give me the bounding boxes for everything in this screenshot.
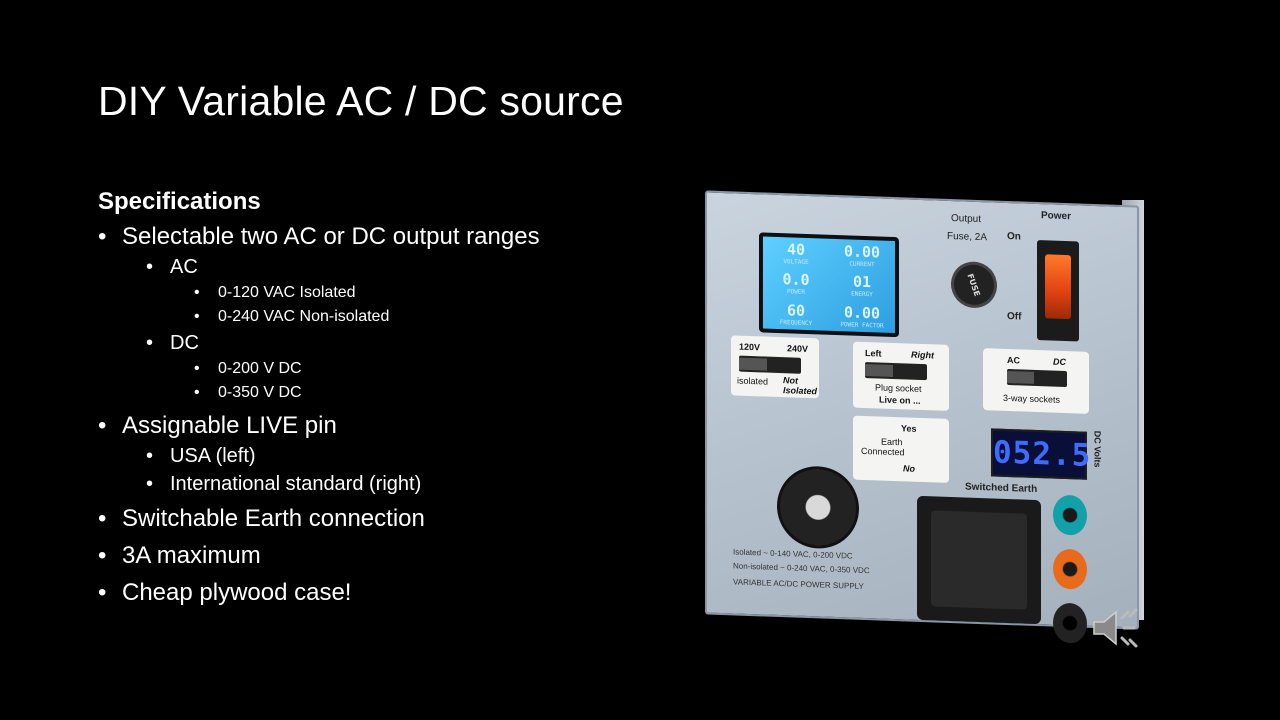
output-label: Output [951, 213, 982, 226]
slide-content: Specifications •Selectable two AC or DC … [98, 188, 658, 609]
list-item: •DC [146, 332, 199, 354]
on-label: On [1007, 230, 1021, 243]
binding-post-black [1053, 602, 1087, 644]
binding-post-teal [1053, 494, 1087, 536]
power-rocker [1045, 254, 1071, 320]
list-item: •Assignable LIVE pin [98, 412, 337, 439]
list-item: •Switchable Earth connection [98, 505, 425, 532]
earth-switch-card: Yes Earth Connected No [853, 415, 949, 483]
range-note-1: Isolated ~ 0-140 VAC, 0-200 VDC [733, 547, 853, 561]
specifications-heading: Specifications [98, 188, 261, 215]
live-pin-switch [865, 362, 927, 381]
switched-earth-label: Switched Earth [965, 481, 1038, 496]
list-item: •0-200 V DC [194, 360, 302, 377]
dc-volts-display: 052.5 [991, 428, 1091, 480]
list-item: •AC [146, 256, 198, 278]
list-item: •0-240 VAC Non-isolated [194, 308, 390, 325]
fuse-rating-label: Fuse, 2A [947, 230, 988, 244]
power-label: Power [1041, 210, 1072, 223]
fuse-holder: FUSE [944, 255, 1004, 314]
list-item: •USA (left) [146, 445, 256, 467]
list-item: •International standard (right) [146, 473, 422, 495]
dc-volts-label: DC Volts [1092, 430, 1103, 468]
list-item: •3A maximum [98, 542, 261, 569]
power-switch [1037, 240, 1079, 342]
spec-list: •Selectable two AC or DC output ranges •… [98, 221, 658, 609]
socket-face [931, 510, 1027, 610]
acdc-switch [1007, 368, 1067, 388]
range-switch-card: 120V 240V isolated Not Isolated [731, 335, 819, 399]
slide-title: DIY Variable AC / DC source [98, 78, 624, 124]
live-pin-switch-card: Left Right Plug socket Live on ... [853, 341, 949, 411]
list-item: •0-120 VAC Isolated [194, 284, 356, 301]
off-label: Off [1007, 310, 1022, 323]
acdc-switch-card: AC DC 3-way sockets [983, 348, 1089, 414]
device-name-label: VARIABLE AC/DC POWER SUPPLY [733, 577, 864, 591]
universal-socket [917, 495, 1041, 625]
speaker-icon[interactable] [1092, 604, 1144, 652]
range-switch [739, 355, 801, 374]
list-item: •Selectable two AC or DC output ranges [98, 223, 540, 250]
list-item: •0-350 V DC [194, 384, 302, 401]
list-item: •Cheap plywood case! [98, 579, 352, 606]
binding-post-orange [1053, 548, 1087, 590]
range-note-2: Non-isolated ~ 0-240 VAC, 0-350 VDC [733, 561, 870, 576]
voltage-knob [777, 464, 859, 550]
